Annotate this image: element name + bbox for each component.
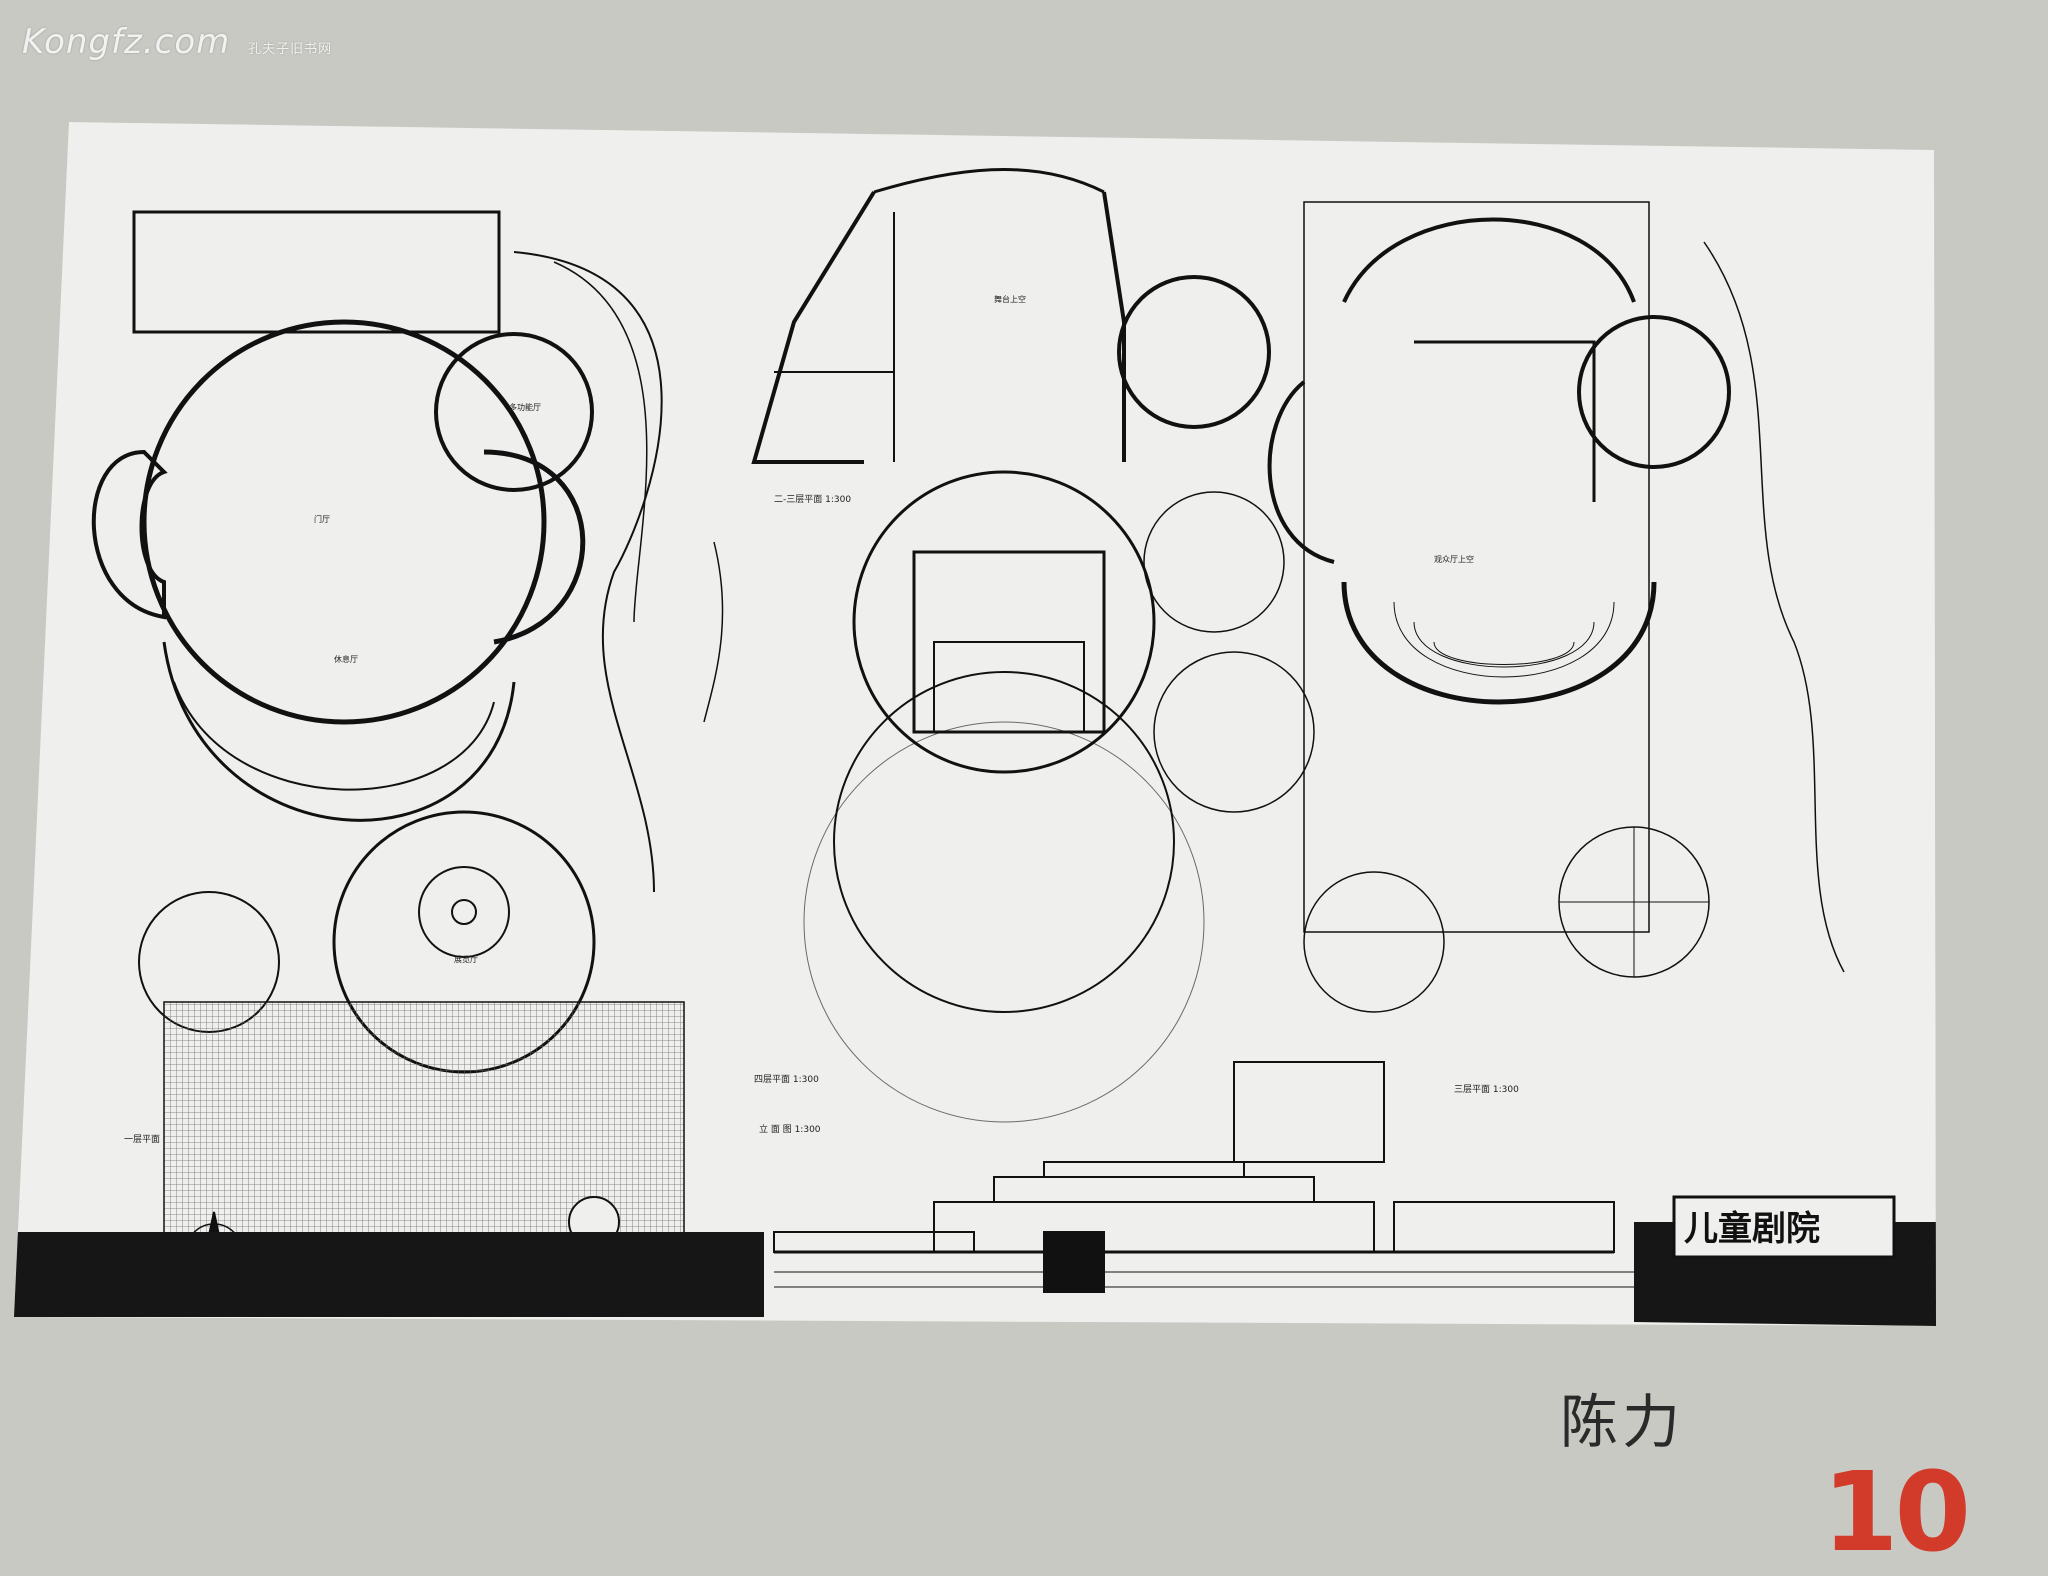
second-floor-plan — [751, 168, 1271, 464]
title-block: 儿童剧院 — [1672, 1195, 1896, 1259]
watermark-brand: Kongfz.com — [22, 22, 231, 62]
main-hall-circle — [141, 319, 547, 725]
room-label-multi: 多功能厅 — [509, 402, 541, 412]
fourth-floor-plan — [703, 470, 1315, 1123]
title-block-text: 儿童剧院 — [1684, 1209, 1820, 1249]
room-label-foyer: 休息厅 — [334, 654, 358, 664]
page-number: 10 — [1822, 1448, 1971, 1576]
room-label-exhibit: 展览厅 — [454, 954, 478, 964]
caption-third-floor: 三层平面 1:300 — [1454, 1084, 1519, 1095]
caption-fourth-floor: 四层平面 1:300 — [754, 1074, 819, 1085]
watermark: Kongfz.com 孔夫子旧书网 — [22, 22, 332, 62]
room-label-auditorium-upper: 观众厅上空 — [1434, 554, 1474, 564]
author-handwriting: 陈力 — [1560, 1388, 1685, 1456]
caption-ground-floor: 一层平面 — [124, 1134, 160, 1145]
room-label-stage-upper: 舞台上空 — [994, 294, 1026, 304]
ground-band-left — [14, 1232, 764, 1317]
architectural-sheet: 门厅 休息厅 多功能厅 展览厅 一层平面 舞台上空 二-三层平面 1:300 — [14, 168, 1936, 1326]
caption-second-floor: 二-三层平面 1:300 — [774, 494, 851, 505]
room-label-lobby: 门厅 — [314, 514, 330, 524]
scene: Kongfz.com 孔夫子旧书网 — [14, 22, 1971, 1576]
ground-floor-plan — [91, 210, 685, 1283]
elevation-drawing — [773, 1061, 1634, 1293]
caption-elevation: 立 面 图 1:300 — [759, 1123, 821, 1135]
photo-print: 门厅 休息厅 多功能厅 展览厅 一层平面 舞台上空 二-三层平面 1:300 — [14, 122, 1936, 1326]
watermark-sub: 孔夫子旧书网 — [248, 42, 333, 57]
third-floor-plan — [1267, 201, 1845, 1013]
